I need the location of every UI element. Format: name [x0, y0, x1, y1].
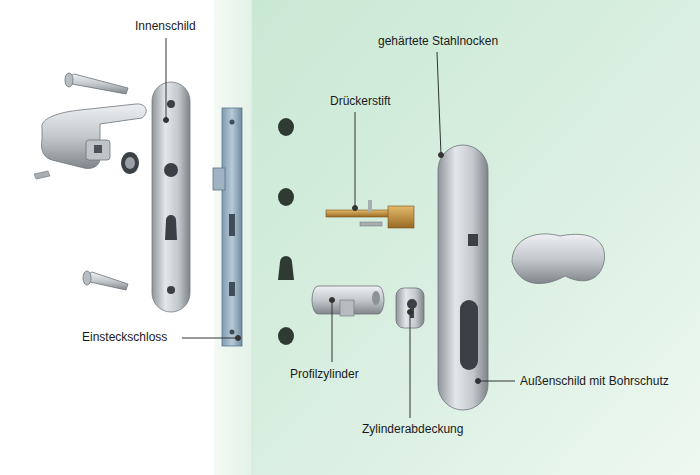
part-label: Innenschild: [135, 19, 196, 34]
part-label: Zylinderabdeckung: [362, 422, 463, 437]
part-label: Einsteckschloss: [82, 330, 167, 345]
part-label: Drückerstift: [330, 94, 391, 109]
part-label: Profilzylinder: [290, 367, 359, 382]
part-label: gehärtete Stahlnocken: [378, 34, 498, 49]
part-label: Außenschild mit Bohrschutz: [520, 374, 669, 389]
